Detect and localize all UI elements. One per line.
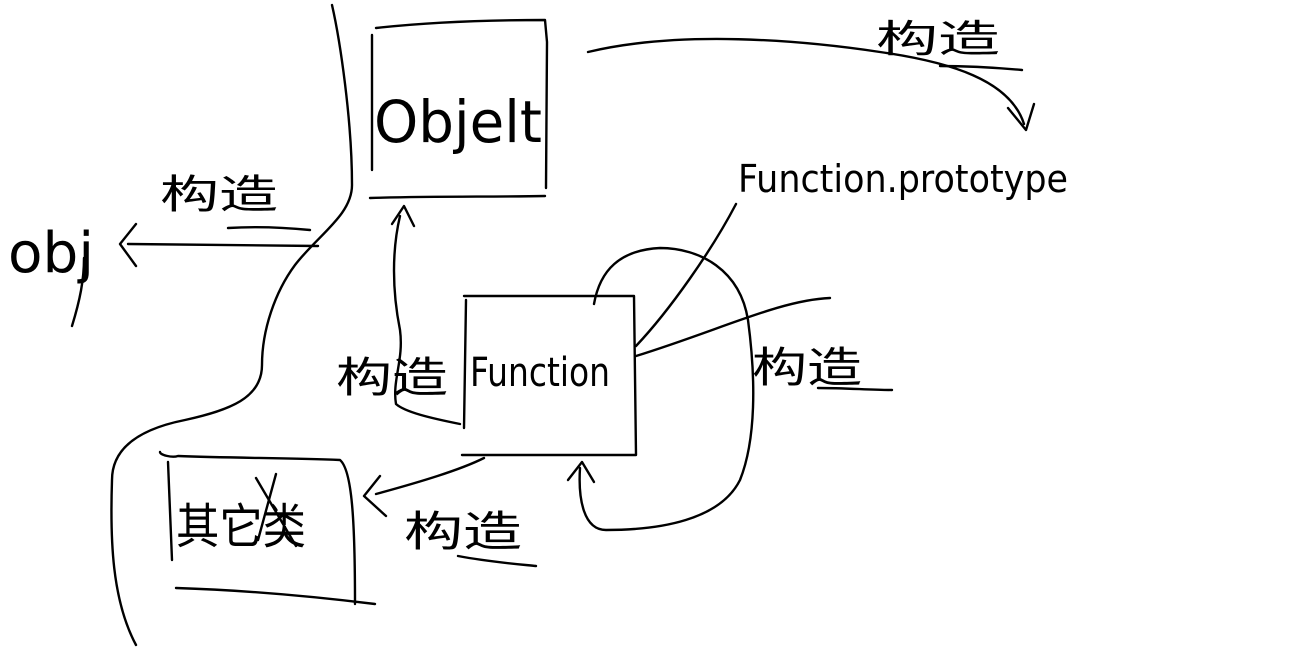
other-label: 其它类	[176, 499, 306, 555]
edge-function-to-other-line	[374, 456, 486, 496]
edge-function-self-loop	[578, 246, 755, 532]
function-box-left	[462, 298, 468, 430]
edge-object-to-prototype-arrowhead	[1006, 102, 1036, 132]
edge-object-to-obj-label: 构造	[160, 172, 278, 218]
edge-object-to-obj-underline	[226, 225, 312, 232]
edge-function-to-object: 构造	[336, 204, 462, 426]
edge-function-to-other-arrowhead	[362, 474, 388, 518]
object-label: Objelt	[374, 88, 542, 156]
edge-function-self-arrowhead	[566, 460, 596, 484]
function-prototype-label: Function.prototype	[738, 157, 1068, 201]
function-box-outline	[460, 294, 638, 457]
obj-label: obj	[8, 221, 94, 286]
edge-function-to-object-line	[392, 214, 462, 426]
divider-curve	[110, 3, 354, 647]
edge-object-to-obj: 构造	[118, 172, 320, 268]
function-label: Function	[470, 350, 610, 396]
edge-function-to-prototype-line-1	[634, 202, 738, 348]
other-box-left	[166, 460, 174, 562]
edge-object-to-prototype-label: 构造	[876, 17, 1000, 61]
other-box-top-right	[158, 450, 357, 606]
edge-object-to-prototype: 构造	[586, 17, 1036, 132]
other-label-scribble-2	[256, 472, 278, 542]
edge-function-self: 构造	[566, 246, 894, 532]
edge-function-self-label: 构造	[752, 343, 862, 392]
edge-object-to-prototype-underline	[938, 64, 1024, 72]
edge-function-to-prototype-line-2	[634, 296, 832, 358]
object-box: Objelt	[368, 18, 549, 200]
edge-function-to-prototype	[634, 202, 832, 358]
edge-object-to-prototype-curve	[586, 37, 1026, 126]
object-box-bottom	[368, 194, 547, 200]
other-box-bottom	[174, 586, 377, 606]
edge-function-to-other: 构造	[362, 456, 538, 568]
edge-function-to-object-label: 构造	[336, 353, 448, 402]
obj-j-tail	[70, 256, 86, 328]
other-label-scribble-1	[254, 476, 298, 548]
edge-object-to-obj-line	[126, 242, 320, 248]
other-box: 其它类	[158, 450, 377, 606]
edge-function-to-other-label: 构造	[404, 507, 522, 556]
object-box-top-right	[374, 18, 549, 190]
function-box: Function	[460, 294, 638, 457]
edge-function-self-underline	[816, 386, 894, 392]
edge-function-to-object-arrowhead	[390, 204, 416, 228]
edge-object-to-obj-arrowhead	[118, 222, 138, 268]
edge-function-to-other-underline	[456, 554, 538, 568]
